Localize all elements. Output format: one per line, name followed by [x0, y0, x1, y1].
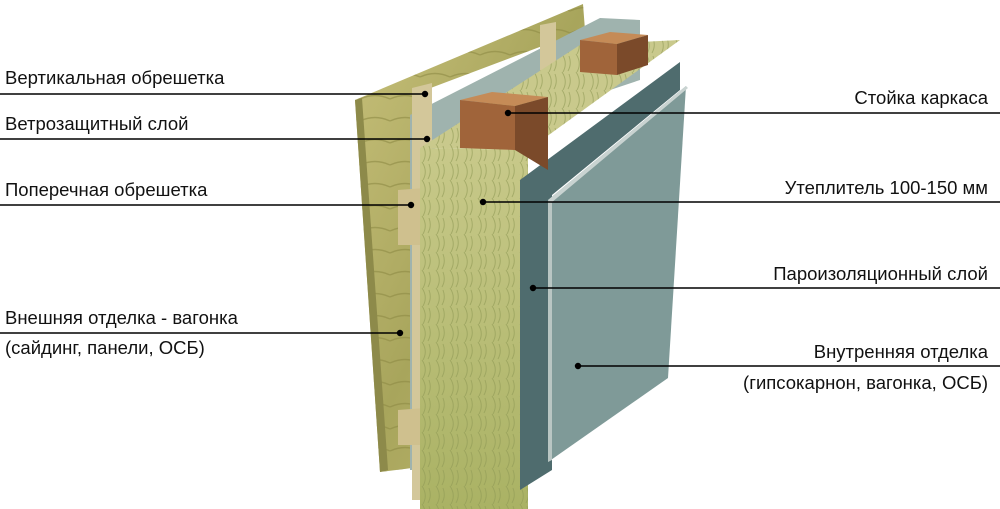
label-windproof-layer: Ветрозащитный слой	[5, 113, 189, 134]
label-cross-batten: Поперечная обрешетка	[5, 179, 208, 200]
vapor-barrier	[520, 62, 680, 490]
label-frame-stud: Стойка каркаса	[854, 87, 988, 108]
label-exterior-finish-note: (сайдинг, панели, ОСБ)	[5, 337, 205, 358]
cross-batten	[398, 188, 425, 245]
cross-batten-lower	[398, 408, 425, 445]
label-vertical-batten: Вертикальная обрешетка	[5, 67, 225, 88]
frame-stud	[460, 32, 648, 170]
label-vapor-barrier: Пароизоляционный слой	[773, 263, 988, 284]
label-interior-finish-note: (гипсокарнон, вагонка, ОСБ)	[743, 372, 988, 393]
label-insulation: Утеплитель 100-150 мм	[784, 177, 988, 198]
interior-board	[548, 86, 688, 462]
label-exterior-finish: Внешняя отделка - вагонка	[5, 307, 238, 328]
label-interior-finish: Внутренняя отделка	[813, 341, 988, 362]
